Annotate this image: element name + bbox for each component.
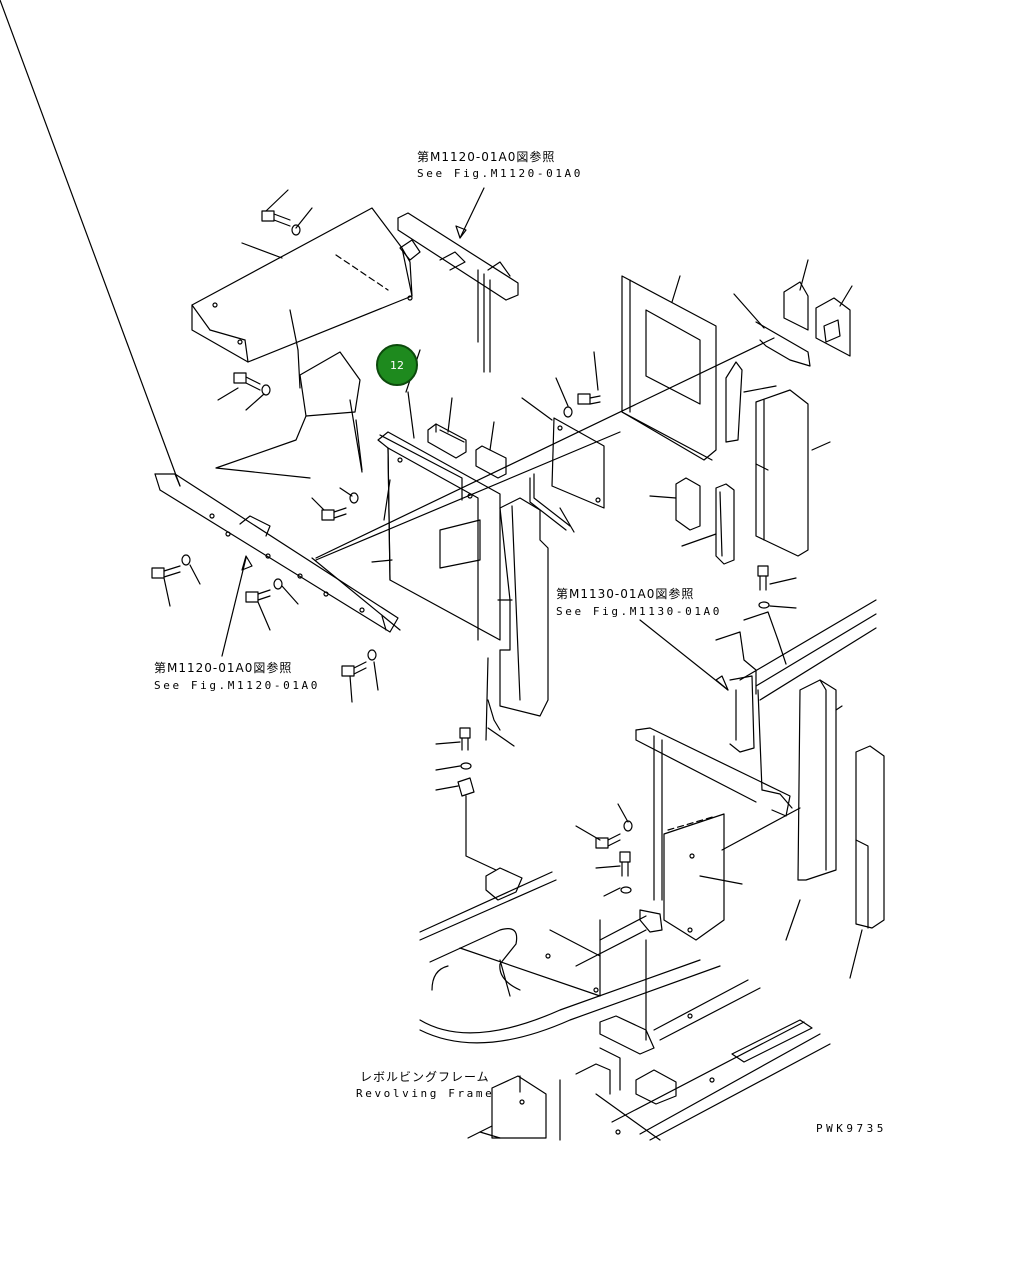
left-rail xyxy=(0,0,401,657)
top-reference-jp: 第M1120-01A0図参照 xyxy=(417,150,556,164)
center-panel xyxy=(371,349,501,641)
mid-right-plate xyxy=(315,351,621,561)
side-gasket xyxy=(485,497,549,747)
lower-bolts xyxy=(435,727,633,897)
right-frame-panel xyxy=(621,275,831,557)
mid-bracket xyxy=(215,351,363,479)
top-bracket xyxy=(397,187,519,373)
revolving-frame-label-en: Revolving Frame xyxy=(356,1087,495,1100)
lower-right-frame xyxy=(635,599,885,979)
left-reference-en: See Fig.M1120-01A0 xyxy=(154,679,321,692)
right-reference-jp: 第M1130-01A0図参照 xyxy=(556,587,695,601)
top-cover-plate xyxy=(191,207,413,389)
right-bolts xyxy=(757,565,797,609)
drawing-code: PWK9735 xyxy=(816,1122,887,1135)
callout-number: 12 xyxy=(390,358,404,372)
left-reference-jp: 第M1120-01A0図参照 xyxy=(154,661,293,675)
foam-blocks xyxy=(427,397,507,479)
bolt-top-left xyxy=(261,189,313,236)
left-bolts xyxy=(151,487,379,703)
revolving-frame-label-jp: レボルビングフレーム xyxy=(360,1070,490,1084)
right-small-blocks xyxy=(649,477,735,565)
top-reference-en: See Fig.M1120-01A0 xyxy=(417,167,584,180)
part-callout-12[interactable]: 12 xyxy=(376,344,418,386)
right-reference-en: See Fig.M1130-01A0 xyxy=(556,605,723,618)
revolving-frame xyxy=(419,867,831,1141)
far-right-pieces xyxy=(315,259,853,559)
lower-panel xyxy=(663,807,801,941)
